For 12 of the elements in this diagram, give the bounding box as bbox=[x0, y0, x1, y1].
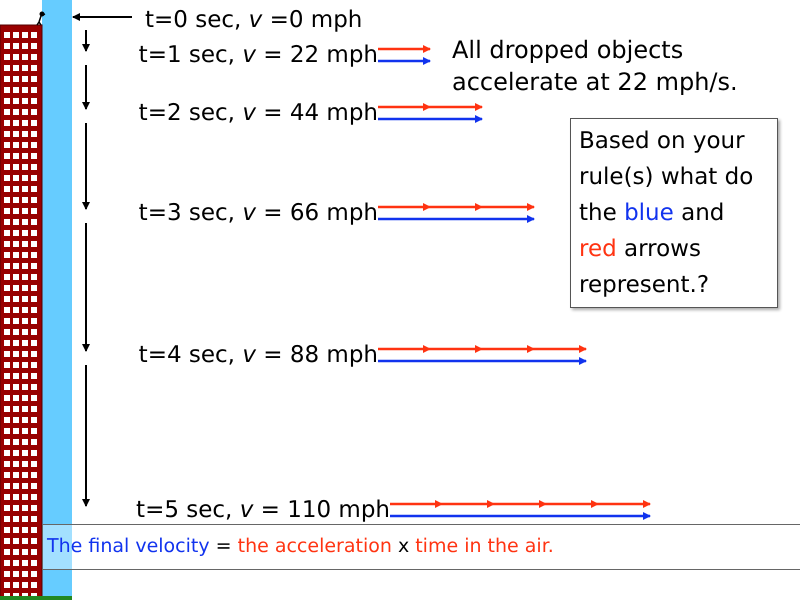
statement-text: All dropped objects accelerate at 22 mph/s. bbox=[452, 35, 739, 98]
question-box bbox=[570, 118, 778, 308]
time-velocity-label: t=2 sec, v = 44 mph bbox=[138, 100, 378, 126]
question-text: Based on your rule(s) what do the blue and red arrows represent.? bbox=[579, 127, 754, 300]
formula-box bbox=[42, 524, 800, 570]
time-velocity-label: t=4 sec, v = 88 mph bbox=[138, 342, 378, 368]
time-velocity-label: t=3 sec, v = 66 mph bbox=[138, 200, 378, 226]
time-velocity-label: t=5 sec, v = 110 mph bbox=[136, 497, 390, 523]
formula-text: The final velocity = the acceleration x time in the air. bbox=[46, 534, 555, 559]
time-velocity-label: t=0 sec, v =0 mph bbox=[145, 7, 362, 33]
time-velocity-label: t=1 sec, v = 22 mph bbox=[138, 42, 378, 68]
leader-line bbox=[72, 13, 132, 21]
